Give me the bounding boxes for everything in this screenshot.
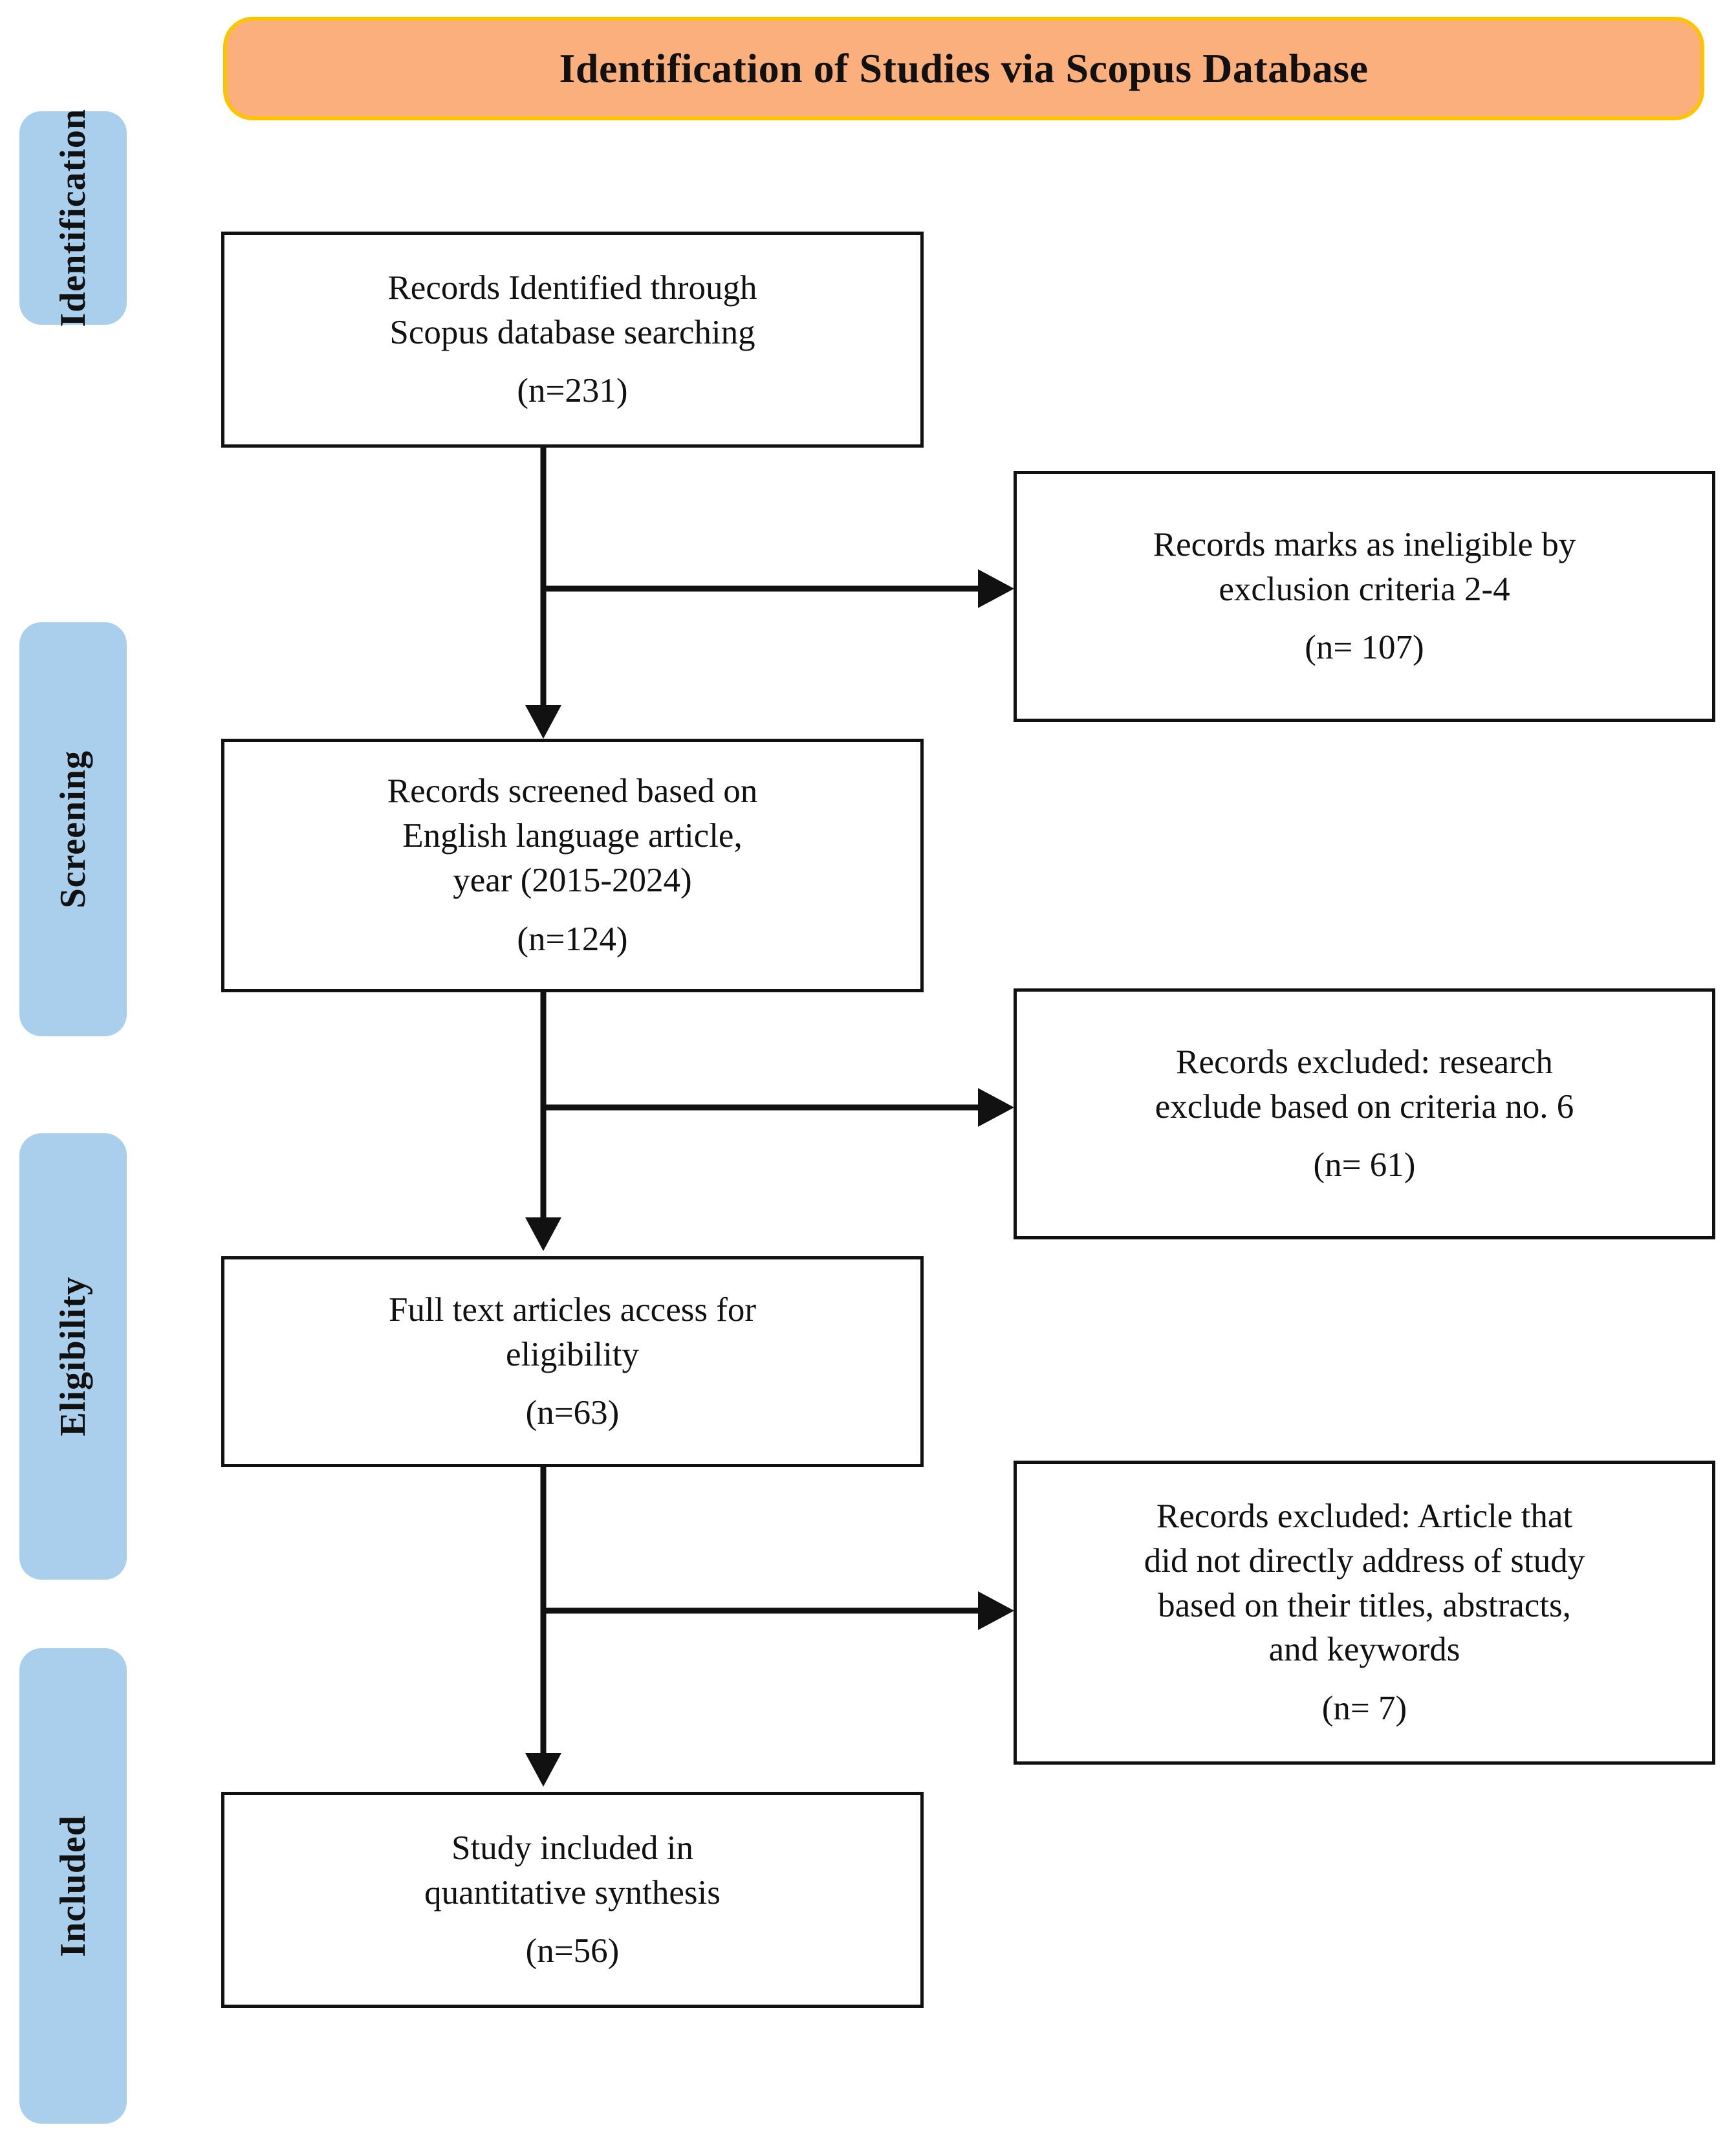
arrowhead-trunk-3 xyxy=(525,1753,561,1787)
flow-text-line: Records excluded: Article that xyxy=(1156,1497,1573,1535)
stage-label-eligibility: Eligibility xyxy=(53,1276,93,1437)
stage-label-identification: Identification xyxy=(53,109,93,327)
stage-bar-included: Included xyxy=(19,1648,127,2124)
page-title: Identification of Studies via Scopus Dat… xyxy=(559,45,1369,91)
flow-count: (n=63) xyxy=(525,1394,620,1432)
flow-box-excluded-ineligible: Records marks as ineligible by exclusion… xyxy=(1014,471,1715,722)
flow-text-line: exclusion criteria 2-4 xyxy=(1219,570,1510,608)
arrowhead-trunk-2 xyxy=(525,1217,561,1251)
flow-box-excluded-criteria-6: Records excluded: research exclude based… xyxy=(1014,988,1715,1239)
flow-count: (n=124) xyxy=(517,920,628,958)
flow-text-line: English language article, xyxy=(402,817,743,855)
flow-count: (n= 7) xyxy=(1321,1690,1407,1728)
flow-text-line: exclude based on criteria no. 6 xyxy=(1155,1087,1574,1126)
flow-text-line: quantitative synthesis xyxy=(424,1873,721,1911)
flow-text-line: Scopus database searching xyxy=(389,313,755,351)
arrowhead-branch-1 xyxy=(978,569,1014,608)
stage-bar-screening: Screening xyxy=(19,622,127,1036)
arrowhead-branch-3 xyxy=(978,1591,1014,1630)
flow-text-line: based on their titles, abstracts, xyxy=(1158,1586,1571,1624)
flow-count: (n=231) xyxy=(517,372,628,410)
flow-box-excluded-titles-abstracts: Records excluded: Article that did not d… xyxy=(1014,1461,1715,1765)
flow-box-study-included: Study included in quantitative synthesis… xyxy=(221,1792,924,2008)
flow-text-line: Records excluded: research xyxy=(1176,1043,1553,1081)
flow-text-line: Records marks as ineligible by xyxy=(1153,525,1576,563)
flow-count: (n= 61) xyxy=(1313,1146,1416,1184)
flow-box-records-identified: Records Identified through Scopus databa… xyxy=(221,232,924,448)
flow-text-line: year (2015-2024) xyxy=(453,862,692,899)
flow-text-line: Full text articles access for xyxy=(388,1290,757,1329)
flow-count: (n=56) xyxy=(525,1932,620,1970)
flow-text-line: and keywords xyxy=(1268,1631,1460,1669)
flow-box-full-text-eligibility: Full text articles access for eligibilit… xyxy=(221,1256,924,1467)
arrowhead-branch-2 xyxy=(978,1088,1014,1127)
flow-text-line: Records screened based on xyxy=(387,772,758,811)
arrowhead-trunk-1 xyxy=(525,705,561,739)
stage-bar-identification: Identification xyxy=(19,109,127,327)
flow-text-line: did not directly address of study xyxy=(1144,1541,1585,1580)
flow-text-line: Study included in xyxy=(451,1829,693,1867)
flow-box-records-screened: Records screened based on English langua… xyxy=(221,739,924,992)
flow-count: (n= 107) xyxy=(1305,629,1424,667)
diagram-header-banner: Identification of Studies via Scopus Dat… xyxy=(223,17,1704,120)
stage-label-screening: Screening xyxy=(53,750,93,909)
flow-text-line: eligibility xyxy=(505,1335,640,1373)
stage-label-included: Included xyxy=(53,1814,93,1957)
stage-bar-eligibility: Eligibility xyxy=(19,1133,127,1580)
flow-text-line: Records Identified through xyxy=(387,268,757,307)
